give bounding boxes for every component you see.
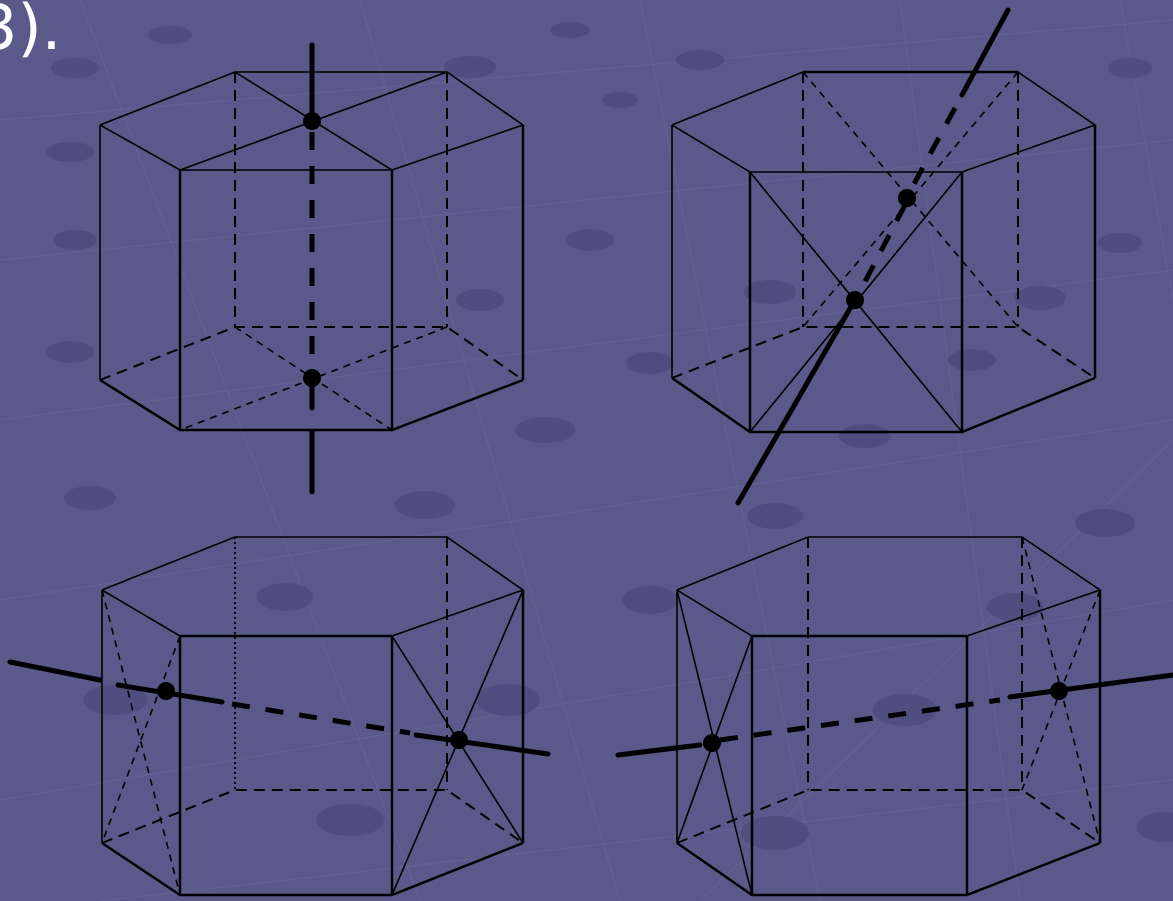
hexagonal-prism-axis-through-side-faces-right xyxy=(618,537,1173,895)
hexagonal-prism-diagonal-axis xyxy=(672,10,1095,503)
hexagonal-prism-axis-through-side-faces-left xyxy=(10,537,548,895)
hexagonal-prism-vertical-axis xyxy=(100,45,523,492)
